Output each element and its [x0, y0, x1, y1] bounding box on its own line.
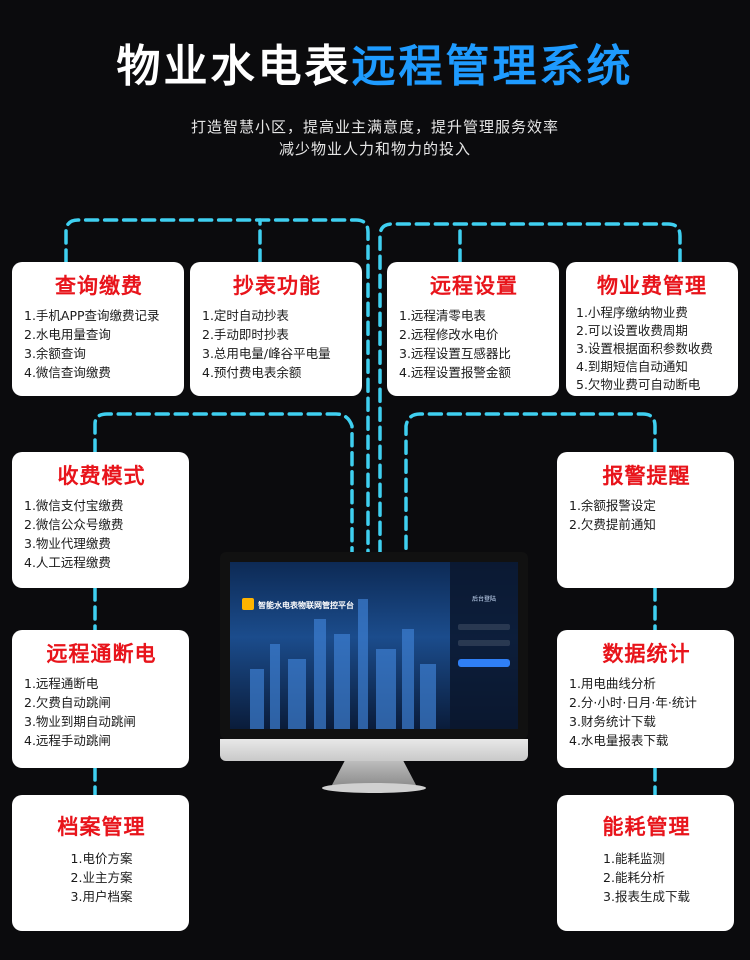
page-title: 物业水电表远程管理系统: [0, 30, 750, 94]
card-title: 抄表功能: [233, 274, 321, 298]
password-field[interactable]: [458, 640, 510, 646]
list-item: 1.远程通断电: [24, 676, 99, 691]
list-item: 3.余额查询: [24, 346, 86, 361]
subtitle-line-1: 打造智慧小区，提高业主满意度，提升管理服务效率: [190, 118, 559, 136]
building-shape: [334, 634, 350, 729]
list-item: 4.水电量报表下载: [569, 733, 669, 748]
list-item: 2.手动即时抄表: [202, 327, 289, 342]
list-item: 3.设置根据面积参数收费: [576, 341, 713, 356]
list-item: 3.远程设置互感器比: [399, 346, 511, 361]
connector-top-left: [64, 218, 370, 554]
building-shape: [376, 649, 396, 729]
card-title: 报警提醒: [602, 464, 691, 488]
list-item: 1.微信支付宝缴费: [24, 498, 124, 513]
list-item: 1.小程序缴纳物业费: [576, 305, 688, 320]
username-field[interactable]: [458, 624, 510, 630]
list-item: 2.可以设置收费周期: [576, 323, 688, 338]
connector-mid-right: [404, 412, 657, 554]
card-archive: 档案管理 1.电价方案 2.业主方案 3.用户档案: [12, 795, 189, 931]
monitor-illustration: 智能水电表物联网管控平台 后台登陆: [220, 552, 528, 800]
list-item: 4.到期短信自动通知: [576, 359, 688, 374]
list-item: 4.微信查询缴费: [24, 365, 111, 380]
list-item: 2.远程修改水电价: [399, 327, 499, 342]
card-property-fee: 物业费管理 1.小程序缴纳物业费 2.可以设置收费周期 3.设置根据面积参数收费…: [566, 262, 738, 396]
list-item: 2.微信公众号缴费: [24, 517, 124, 532]
list-item: 3.总用电量/峰谷平电量: [202, 346, 331, 361]
monitor-screen: 智能水电表物联网管控平台 后台登陆: [230, 562, 518, 729]
login-title: 后台登陆: [471, 596, 496, 603]
title-blue-part: 远程管理系统: [351, 41, 634, 92]
building-shape: [358, 599, 368, 729]
connector-mid-left: [93, 412, 354, 554]
monitor-stand: [332, 761, 416, 785]
card-remote-settings: 远程设置 1.远程清零电表 2.远程修改水电价 3.远程设置互感器比 4.远程设…: [387, 262, 559, 396]
list-item: 3.物业代理缴费: [24, 536, 111, 551]
list-item: 2.能耗分析: [603, 870, 665, 885]
list-item: 2.分·小时·日月·年·统计: [569, 695, 697, 710]
list-item: 3.物业到期自动跳闸: [24, 714, 136, 729]
screen-title: 智能水电表物联网管控平台: [258, 601, 354, 610]
list-item: 2.业主方案: [70, 870, 133, 885]
list-item: 1.电价方案: [70, 851, 133, 866]
title-white-part: 物业水电表: [116, 41, 352, 92]
building-shape: [420, 664, 436, 729]
building-shape: [402, 629, 414, 729]
list-item: 1.定时自动抄表: [202, 308, 289, 323]
list-item: 1.手机APP查询缴费记录: [24, 308, 160, 323]
card-energy: 能耗管理 1.能耗监测 2.能耗分析 3.报表生成下载: [557, 795, 734, 931]
login-button[interactable]: [458, 659, 510, 667]
login-panel: 后台登陆: [450, 562, 518, 729]
card-title: 远程设置: [430, 274, 518, 298]
list-item: 1.余额报警设定: [569, 498, 656, 513]
list-item: 4.远程设置报警金额: [399, 365, 511, 380]
list-item: 4.人工远程缴费: [24, 555, 111, 570]
list-item: 5.欠物业费可自动断电: [576, 377, 701, 392]
card-charging-mode: 收费模式 1.微信支付宝缴费 2.微信公众号缴费 3.物业代理缴费 4.人工远程…: [12, 452, 189, 588]
list-item: 1.远程清零电表: [399, 308, 486, 323]
list-item: 3.报表生成下载: [603, 889, 690, 904]
card-data-stats: 数据统计 1.用电曲线分析 2.分·小时·日月·年·统计 3.财务统计下载 4.…: [557, 630, 734, 768]
monitor-base: [322, 783, 426, 793]
card-title: 档案管理: [57, 815, 146, 839]
list-item: 3.用户档案: [70, 889, 133, 904]
card-query-payment: 查询缴费 1.手机APP查询缴费记录 2.水电用量查询 3.余额查询 4.微信查…: [12, 262, 184, 396]
list-item: 2.欠费自动跳闸: [24, 695, 111, 710]
list-item: 2.水电用量查询: [24, 327, 111, 342]
card-meter-reading: 抄表功能 1.定时自动抄表 2.手动即时抄表 3.总用电量/峰谷平电量 4.预付…: [190, 262, 362, 396]
building-shape: [250, 669, 264, 729]
card-title: 物业费管理: [597, 274, 707, 298]
list-item: 2.欠费提前通知: [569, 517, 656, 532]
card-title: 查询缴费: [55, 274, 143, 298]
list-item: 4.预付费电表余额: [202, 365, 302, 380]
card-title: 收费模式: [57, 464, 146, 488]
monitor-bezel: 智能水电表物联网管控平台 后台登陆: [220, 552, 528, 739]
card-alarm: 报警提醒 1.余额报警设定 2.欠费提前通知: [557, 452, 734, 588]
card-title: 能耗管理: [602, 815, 691, 839]
building-shape: [270, 644, 280, 729]
list-item: 3.财务统计下载: [569, 714, 656, 729]
building-shape: [288, 659, 306, 729]
list-item: 1.能耗监测: [603, 851, 665, 866]
building-shape: [314, 619, 326, 729]
platform-logo-icon: [242, 598, 254, 610]
card-title: 数据统计: [602, 642, 691, 666]
list-item: 1.用电曲线分析: [569, 676, 656, 691]
monitor-chin: [220, 739, 528, 761]
card-title: 远程通断电: [46, 642, 157, 666]
list-item: 4.远程手动跳闸: [24, 733, 111, 748]
connector-top-right: [378, 222, 682, 554]
card-remote-power: 远程通断电 1.远程通断电 2.欠费自动跳闸 3.物业到期自动跳闸 4.远程手动…: [12, 630, 189, 768]
subtitle-line-2: 减少物业人力和物力的投入: [278, 140, 471, 158]
